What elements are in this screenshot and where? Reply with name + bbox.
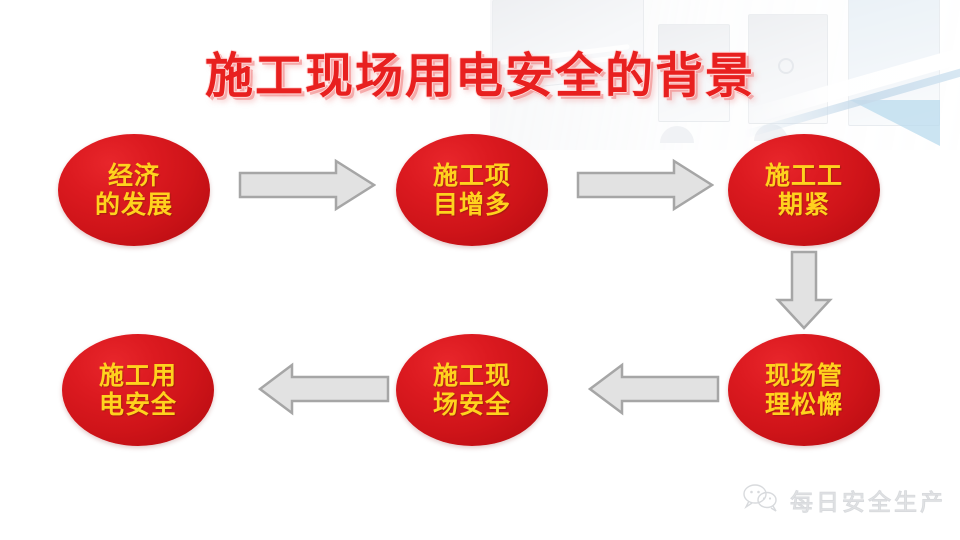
flow-node-economy[interactable]: 经济 的发展	[58, 134, 210, 246]
watermark-label: 每日安全生产	[790, 489, 946, 516]
flow-arrow-down	[775, 250, 833, 330]
flow-node-label: 施工用 电安全	[98, 360, 177, 420]
flow-node-tight-schedule[interactable]: 施工工 期紧	[728, 134, 880, 246]
flow-arrow-left-2	[258, 362, 390, 416]
flow-node-more-projects[interactable]: 施工项 目增多	[396, 134, 548, 246]
flow-node-label: 现场管 理松懈	[764, 360, 843, 420]
arrow-right-icon	[238, 158, 376, 212]
watermark: 每日安全生产	[742, 482, 946, 517]
wechat-icon	[742, 482, 780, 517]
arrow-left-icon	[258, 362, 390, 416]
arrow-right-icon	[576, 158, 714, 212]
flow-node-label: 施工项 目增多	[432, 160, 511, 220]
flow-arrow-left-1	[588, 362, 720, 416]
flow-arrow-right-2	[576, 158, 714, 212]
flow-node-label: 经济 的发展	[94, 160, 173, 220]
flow-node-label: 施工工 期紧	[764, 160, 843, 220]
photo-helmet-shape	[660, 126, 694, 143]
flow-node-site-safety[interactable]: 施工现 场安全	[396, 334, 548, 446]
flow-node-electrical-safety[interactable]: 施工用 电安全	[62, 334, 214, 446]
page-title: 施工现场用电安全的背景	[204, 48, 755, 104]
blue-triangle-accent	[850, 100, 940, 146]
arrow-left-icon	[588, 362, 720, 416]
flow-node-lax-management[interactable]: 现场管 理松懈	[728, 334, 880, 446]
flow-arrow-right-1	[238, 158, 376, 212]
arrow-down-icon	[775, 250, 833, 330]
flow-node-label: 施工现 场安全	[432, 360, 511, 420]
